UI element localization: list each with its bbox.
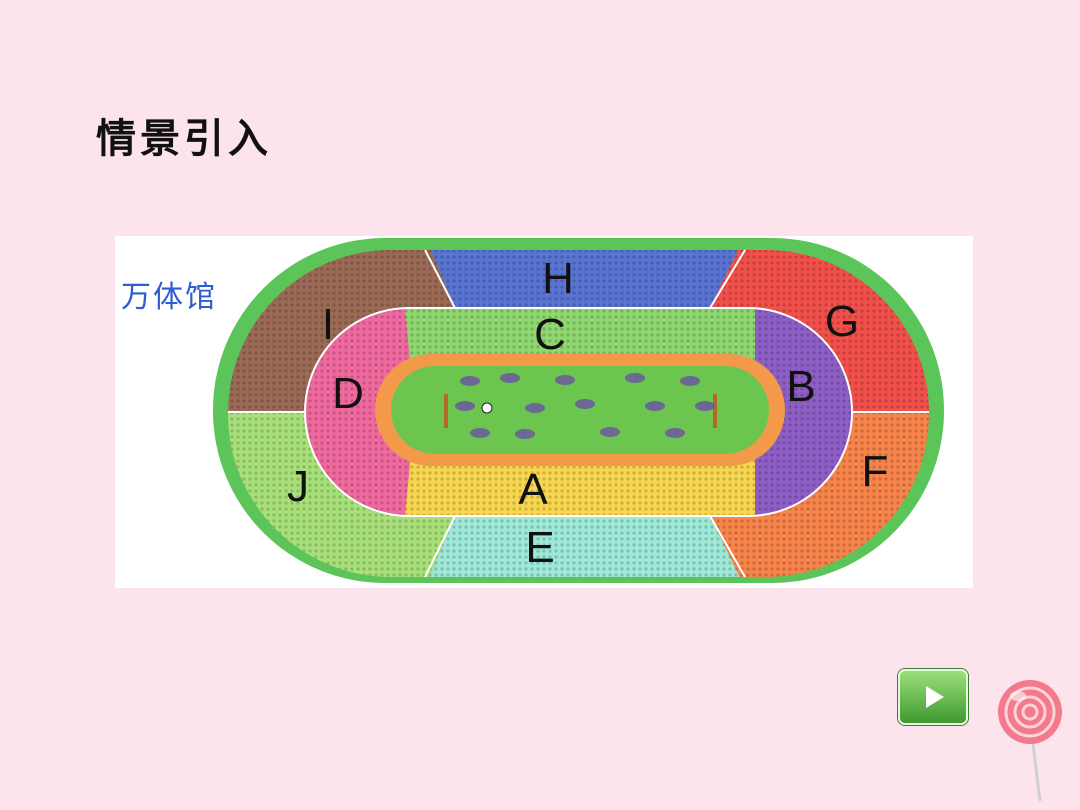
play-button[interactable] xyxy=(898,669,968,725)
ball-icon xyxy=(481,402,493,414)
label-i: I xyxy=(322,300,334,349)
label-c: C xyxy=(534,310,566,359)
label-b: B xyxy=(786,362,815,411)
label-j: J xyxy=(287,462,309,511)
lollipop-icon xyxy=(998,680,1062,802)
stadium-map: A B C D E F G H I J 万体馆 xyxy=(115,236,973,588)
label-h: H xyxy=(542,254,574,303)
stadium-diagram: A B C D E F G H I J xyxy=(213,238,944,583)
label-d: D xyxy=(332,369,364,418)
players xyxy=(455,373,715,439)
label-f: F xyxy=(862,447,889,496)
label-g: G xyxy=(825,297,859,346)
play-icon xyxy=(926,686,944,708)
slide-title: 情景引入 xyxy=(96,116,272,162)
stadium-name: 万体馆 xyxy=(121,280,217,315)
label-a: A xyxy=(518,465,548,514)
label-e: E xyxy=(525,523,554,572)
